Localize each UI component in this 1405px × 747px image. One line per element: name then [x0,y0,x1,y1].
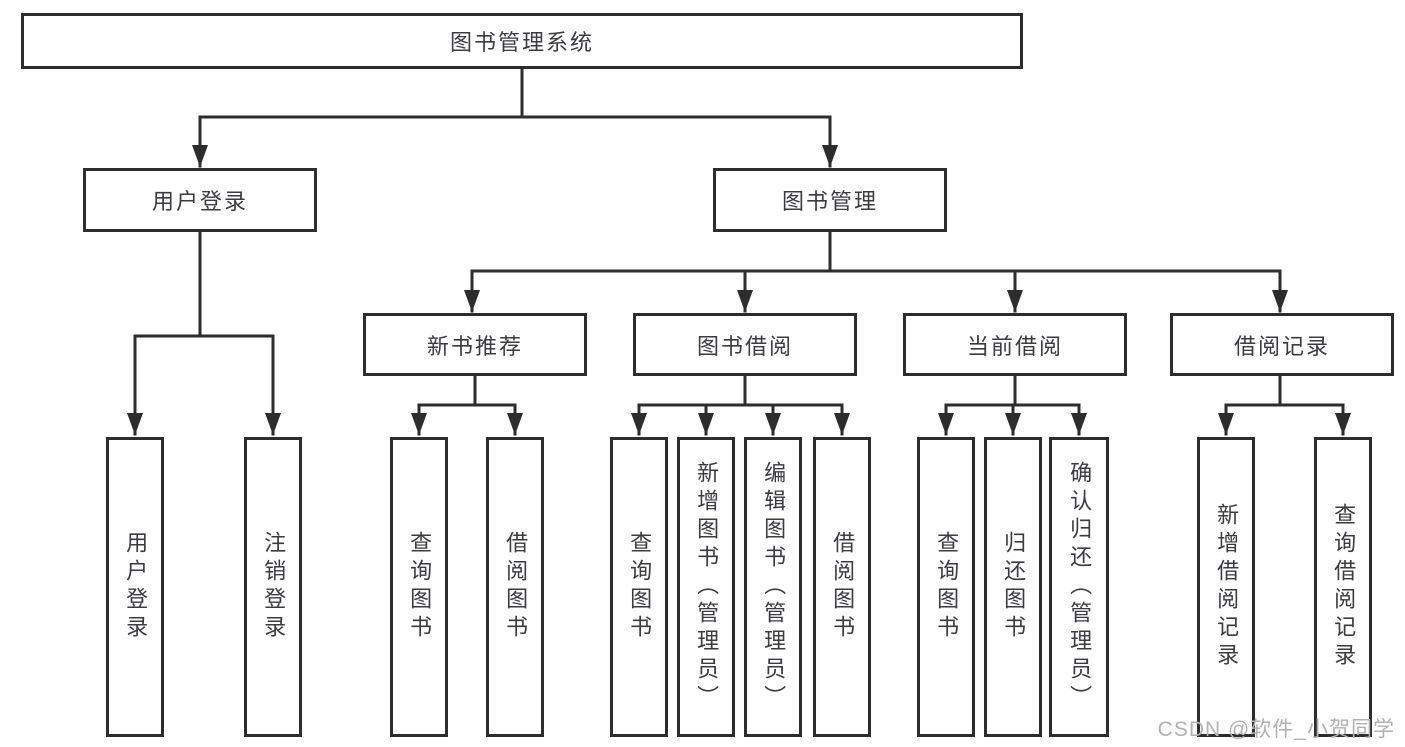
leaf-label: 查询图书 [407,531,433,643]
leaf-label: 归还图书 [1001,531,1027,643]
leaf-label: 借阅图书 [830,531,856,643]
leaf-borrow-books-recommend: 借阅图书 [486,437,544,737]
node-new-book-recommend: 新书推荐 [363,313,587,376]
node-root: 图书管理系统 [21,13,1023,69]
leaf-label: 查询图书 [934,531,960,643]
leaf-edit-books-admin: 编辑图书（管理员） [744,437,802,737]
connector-user-login-children [127,230,281,436]
leaf-user-login: 用户登录 [106,437,164,737]
node-book-management: 图书管理 [713,168,947,232]
leaf-label: 新增借阅记录 [1214,503,1240,671]
leaf-add-books-admin: 新增图书（管理员） [677,437,735,737]
node-current-borrow: 当前借阅 [903,313,1127,376]
leaf-query-books-recommend: 查询图书 [390,437,448,737]
leaf-logout: 注销登录 [244,437,302,737]
leaf-label: 新增图书（管理员） [694,461,720,713]
leaf-label: 编辑图书（管理员） [761,461,787,713]
connector-root-to-level2 [192,67,838,168]
connector-book-management-children [464,230,1288,313]
leaf-label: 用户登录 [123,531,149,643]
connector-book-borrow-children [631,374,850,436]
leaf-label: 查询图书 [627,531,653,643]
leaf-confirm-return-admin: 确认归还（管理员） [1049,437,1109,737]
leaf-label: 注销登录 [261,531,287,643]
leaf-return-books: 归还图书 [984,437,1042,737]
leaf-query-books-borrow: 查询图书 [610,437,668,737]
node-borrow-records: 借阅记录 [1170,313,1394,376]
leaf-query-books-current: 查询图书 [917,437,975,737]
connector-current-borrow-children [938,374,1087,436]
node-book-borrow: 图书借阅 [633,313,857,376]
leaf-add-borrow-record: 新增借阅记录 [1197,437,1255,737]
leaf-borrow-books: 借阅图书 [813,437,871,737]
connector-new-book-children [411,374,523,436]
node-user-login: 用户登录 [83,168,317,232]
csdn-watermark: CSDN @软件_小贺同学 [1157,718,1395,741]
leaf-query-borrow-record: 查询借阅记录 [1314,437,1372,737]
leaf-label: 借阅图书 [503,531,529,643]
leaf-label: 确认归还（管理员） [1067,461,1093,713]
leaf-label: 查询借阅记录 [1331,503,1357,671]
connector-borrow-records-children [1218,374,1351,436]
